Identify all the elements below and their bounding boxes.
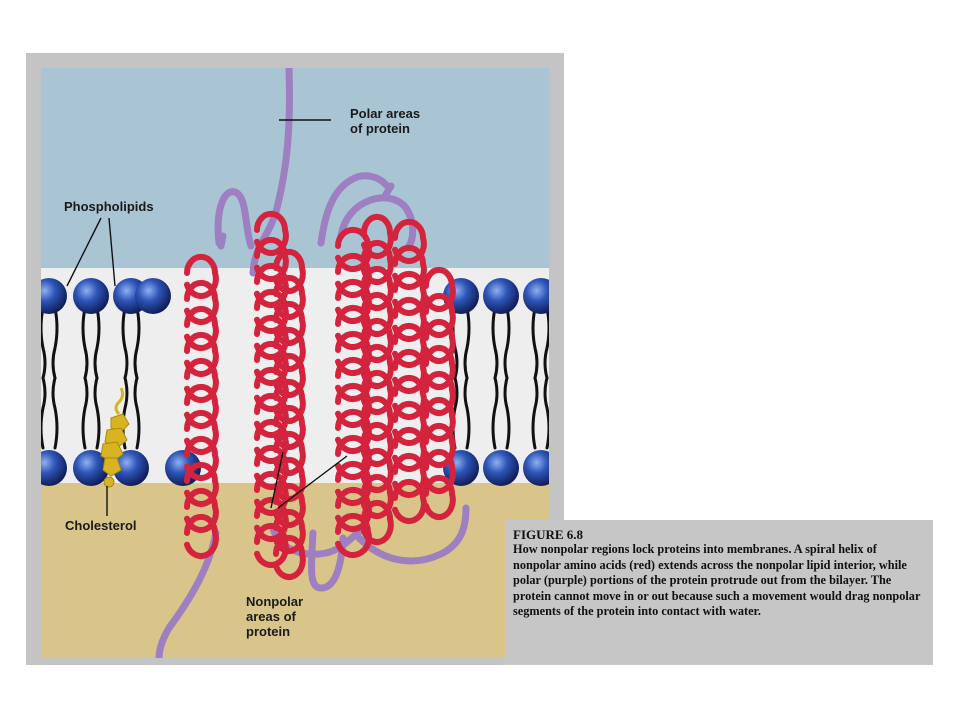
phospholipid-tail [543, 376, 549, 450]
phospholipid-head [523, 450, 549, 486]
nonpolar-areas-label: Nonpolar areas of protein [246, 594, 304, 639]
phospholipid-head [41, 278, 67, 314]
phospholipid-tail [51, 306, 59, 380]
phospholipid-tail [133, 376, 141, 450]
phospholipid-head [523, 278, 549, 314]
caption-text: How nonpolar regions lock proteins into … [513, 542, 921, 618]
phospholipid-tail [41, 306, 47, 380]
nonpolar-helix [392, 218, 427, 524]
phospholipid-tail [463, 376, 471, 450]
phospholipid-head [41, 450, 67, 486]
phospholipid-tail [81, 306, 89, 380]
phospholipid-tail [531, 376, 539, 450]
nonpolar-helix [361, 213, 394, 545]
membrane-protein-diagram [41, 68, 549, 658]
phospholipid-tail [503, 376, 511, 450]
extracellular-region [41, 68, 549, 268]
phospholipid-head [483, 450, 519, 486]
phospholipid-tail [491, 376, 499, 450]
phospholipid-tail [543, 306, 549, 380]
cholesterol-label: Cholesterol [65, 518, 137, 533]
phospholipid-tail [491, 306, 499, 380]
label-leader-lines [66, 119, 348, 516]
nonpolar-helix [184, 253, 219, 559]
nonpolar-helix [423, 266, 456, 520]
nonpolar-helix [273, 248, 306, 580]
nonpolar-helices [184, 210, 456, 580]
phospholipid-tail [51, 376, 59, 450]
phospholipid-tail [463, 306, 471, 380]
phospholipid-head [73, 450, 109, 486]
phospholipid-tail [41, 376, 47, 450]
phospholipid-head [73, 278, 109, 314]
phospholipid-tail [93, 376, 101, 450]
phospholipid-tail [531, 306, 539, 380]
caption-title: FIGURE 6.8 [513, 527, 584, 542]
cholesterol-molecule [100, 387, 130, 488]
phospholipid-tail [503, 306, 511, 380]
phospholipids-label: Phospholipids [64, 199, 154, 214]
phospholipid-head [135, 278, 171, 314]
figure-caption: FIGURE 6.8 How nonpolar regions lock pro… [505, 520, 933, 665]
phospholipid-head [483, 278, 519, 314]
phospholipid-tail [93, 306, 101, 380]
phospholipid-tail [81, 376, 89, 450]
phospholipid-tails [41, 306, 549, 450]
nonpolar-helix [254, 210, 289, 568]
polar-areas-label: Polar areas of protein [350, 106, 421, 136]
phospholipid-tail [121, 306, 129, 380]
phospholipid-head [113, 450, 149, 486]
phospholipid-tail [133, 306, 141, 380]
